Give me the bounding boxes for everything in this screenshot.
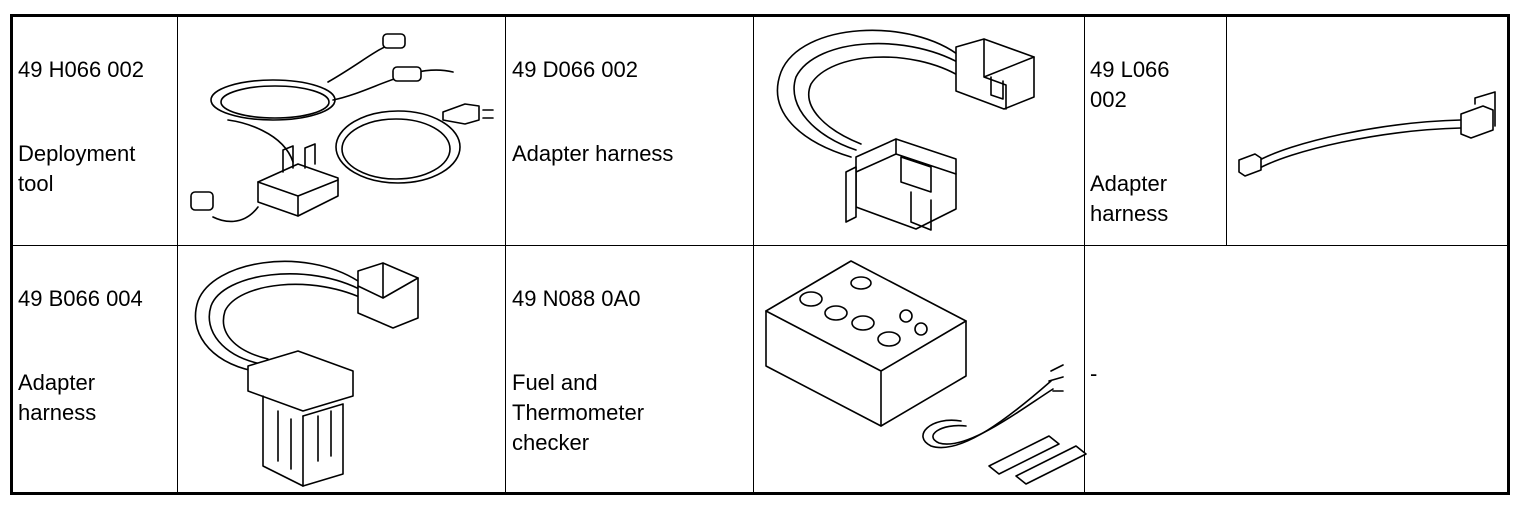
table-cell-part-number: 49 B066 004 Adapter harness — [18, 254, 173, 458]
column-divider — [505, 17, 506, 495]
part-number: 49 D066 002 — [512, 57, 638, 82]
adapter-harness-illustration — [1238, 91, 1496, 177]
column-divider — [753, 17, 754, 495]
part-number: 49 B066 004 — [18, 286, 143, 311]
tool-name: Fuel and Thermometer checker — [512, 370, 645, 455]
adapter-harness-illustration — [194, 260, 419, 487]
table-cell-part-number: 49 D066 002 Adapter harness — [512, 25, 752, 199]
fuel-thermometer-checker-illustration — [765, 260, 1087, 485]
tool-name: Deployment tool — [18, 141, 136, 196]
row-divider — [13, 245, 1510, 246]
part-number: 49 N088 0A0 — [512, 286, 641, 311]
column-divider — [177, 17, 178, 495]
table-cell-part-number: 49 H066 002 Deployment tool — [18, 25, 173, 229]
tool-name: Adapter harness — [18, 370, 97, 425]
deployment-tool-illustration — [190, 33, 494, 223]
part-number: 49 H066 002 — [18, 57, 144, 82]
special-tools-table: 49 H066 002 Deployment tool 49 D066 002 … — [10, 14, 1510, 495]
part-number: 49 L066 002 — [1090, 57, 1170, 112]
column-divider — [1084, 17, 1085, 495]
tool-name: Adapter harness — [512, 141, 674, 166]
table-cell-part-number: 49 L066 002 Adapter harness — [1090, 25, 1225, 259]
empty-cell-placeholder: - — [1090, 361, 1098, 386]
column-divider — [1226, 17, 1227, 245]
tool-name: Adapter harness — [1090, 171, 1169, 226]
table-cell-part-number: 49 N088 0A0 Fuel and Thermometer checker — [512, 254, 752, 488]
adapter-harness-illustration — [776, 29, 1035, 231]
